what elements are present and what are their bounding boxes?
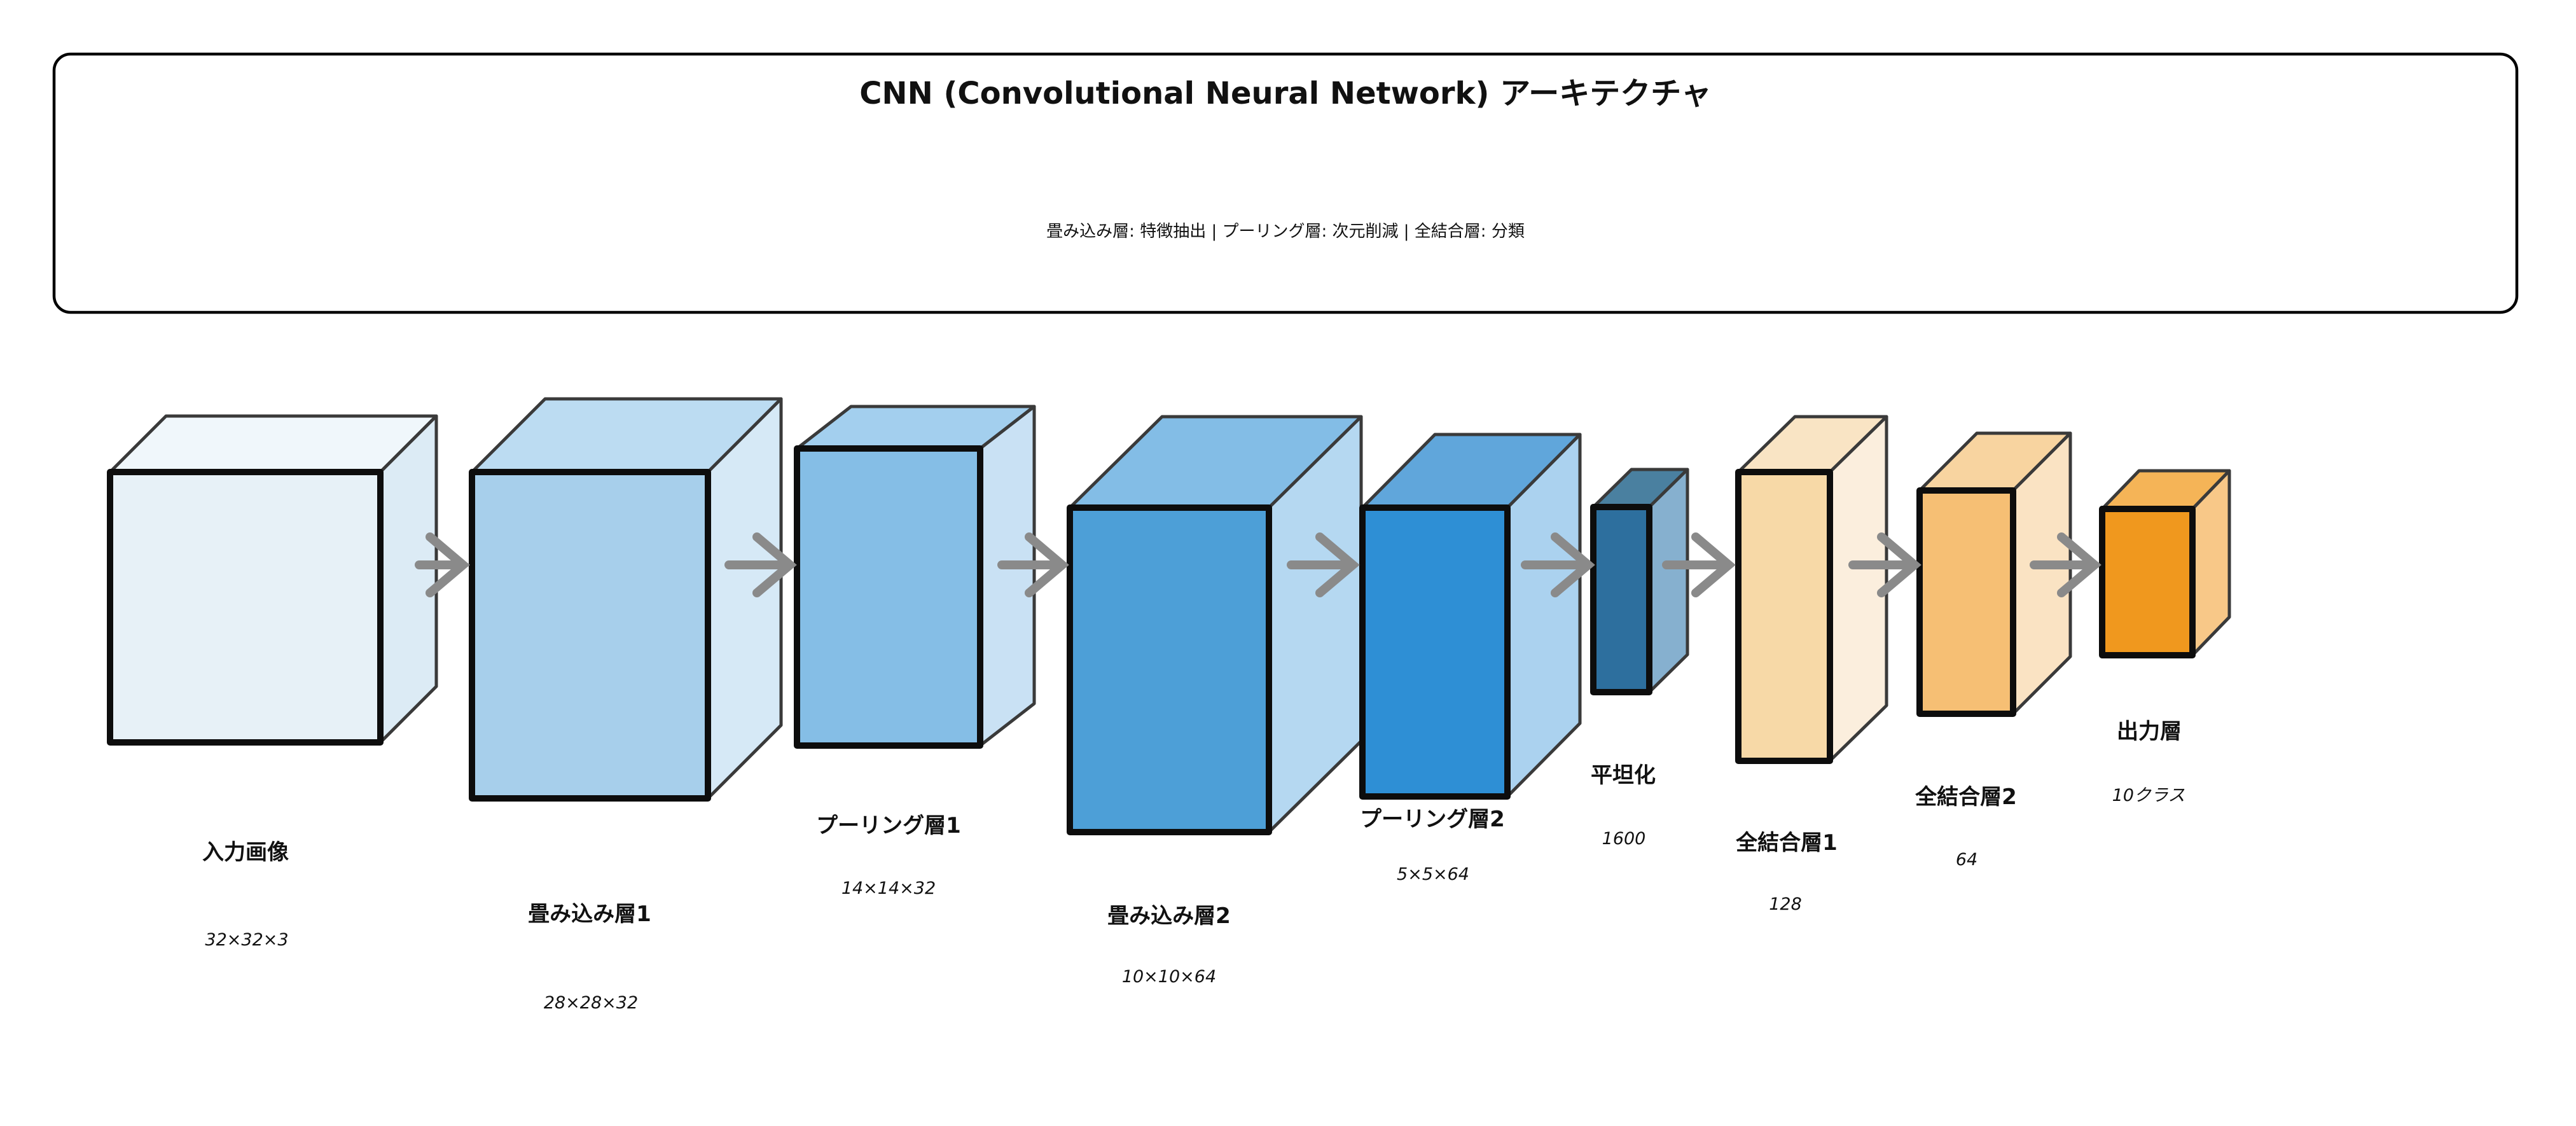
pool1-dims: 14×14×32	[841, 879, 936, 898]
fc2-front-face	[1916, 487, 2016, 717]
arrow-head	[426, 532, 470, 597]
fc2-label: 全結合層2	[1915, 784, 2017, 810]
page-title: CNN (Convolutional Neural Network) アーキテク…	[859, 76, 1712, 111]
layer-box-conv1: 畳み込み層1 28×28×32	[469, 397, 783, 1013]
flow-arrow-2	[724, 532, 797, 597]
pool2-front-face	[1359, 504, 1511, 800]
conv1-front-face	[469, 469, 711, 802]
input-dims: 32×32×3	[205, 930, 288, 950]
fc2-dims: 64	[1956, 850, 1977, 870]
layer-box-flatten: 平坦化 1600	[1590, 468, 1689, 849]
flatten-label: 平坦化	[1591, 763, 1656, 788]
conv1-dims: 28×28×32	[544, 993, 638, 1013]
input-label: 入力画像	[202, 840, 289, 865]
flatten-dims: 1600	[1602, 829, 1646, 849]
input-front-face	[107, 469, 384, 746]
layer-box-fc2: 全結合層2 64	[1915, 431, 2072, 870]
flow-arrow-1	[415, 532, 470, 597]
output-dims: 10クラス	[2112, 786, 2185, 805]
fc1-front-face	[1735, 469, 1833, 764]
fc1-label: 全結合層1	[1735, 830, 1838, 856]
flatten-side-face	[1647, 468, 1689, 694]
fc1-dims: 128	[1769, 894, 1802, 914]
arrow-head	[1551, 532, 1595, 597]
arrow-head	[752, 532, 797, 597]
flow-arrow-5	[1521, 532, 1595, 597]
conv2-front-face	[1067, 504, 1272, 835]
layer-box-input: 入力画像 32×32×3	[107, 414, 438, 950]
pool1-side-face	[978, 405, 1036, 747]
arrow-head	[1315, 532, 1360, 597]
output-front-face	[2099, 506, 2196, 658]
header-border-box	[52, 52, 2519, 314]
flow-arrow-6	[1662, 532, 1736, 597]
input-side-face	[378, 414, 438, 744]
conv1-label: 畳み込み層1	[528, 901, 651, 927]
output-label: 出力層	[2117, 719, 2182, 744]
layer-box-fc1: 全結合層1 128	[1735, 415, 1888, 914]
flow-arrow-4	[1287, 532, 1360, 597]
arrow-head	[1025, 532, 1069, 597]
arrow-head	[2057, 532, 2102, 597]
page-subtitle: 畳み込み層: 特徴抽出 | プーリング層: 次元削減 | 全結合層: 分類	[1046, 222, 1525, 241]
pool1-front-face	[794, 445, 983, 749]
pool2-label: プーリング層2	[1360, 807, 1505, 832]
pool1-label: プーリング層1	[816, 813, 961, 838]
flatten-front-face	[1590, 504, 1652, 695]
layer-box-pool1: プーリング層1 14×14×32	[794, 405, 1036, 898]
pool2-dims: 5×5×64	[1397, 865, 1469, 884]
layer-box-pool2: プーリング層2 5×5×64	[1359, 433, 1582, 884]
arrow-head	[1877, 532, 1922, 597]
layer-box-conv2: 畳み込み層2 10×10×64	[1067, 415, 1363, 987]
arrow-head	[1691, 532, 1736, 597]
flow-arrow-3	[997, 532, 1069, 597]
flow-arrow-8	[2030, 532, 2102, 597]
conv2-dims: 10×10×64	[1122, 967, 1216, 987]
layer-box-output: 出力層 10クラス	[2099, 469, 2231, 805]
fc1-side-face	[1828, 415, 1888, 763]
flow-arrow-7	[1848, 532, 1922, 597]
conv2-label: 畳み込み層2	[1107, 903, 1231, 929]
header-panel: CNN (Convolutional Neural Network) アーキテク…	[52, 52, 2519, 314]
